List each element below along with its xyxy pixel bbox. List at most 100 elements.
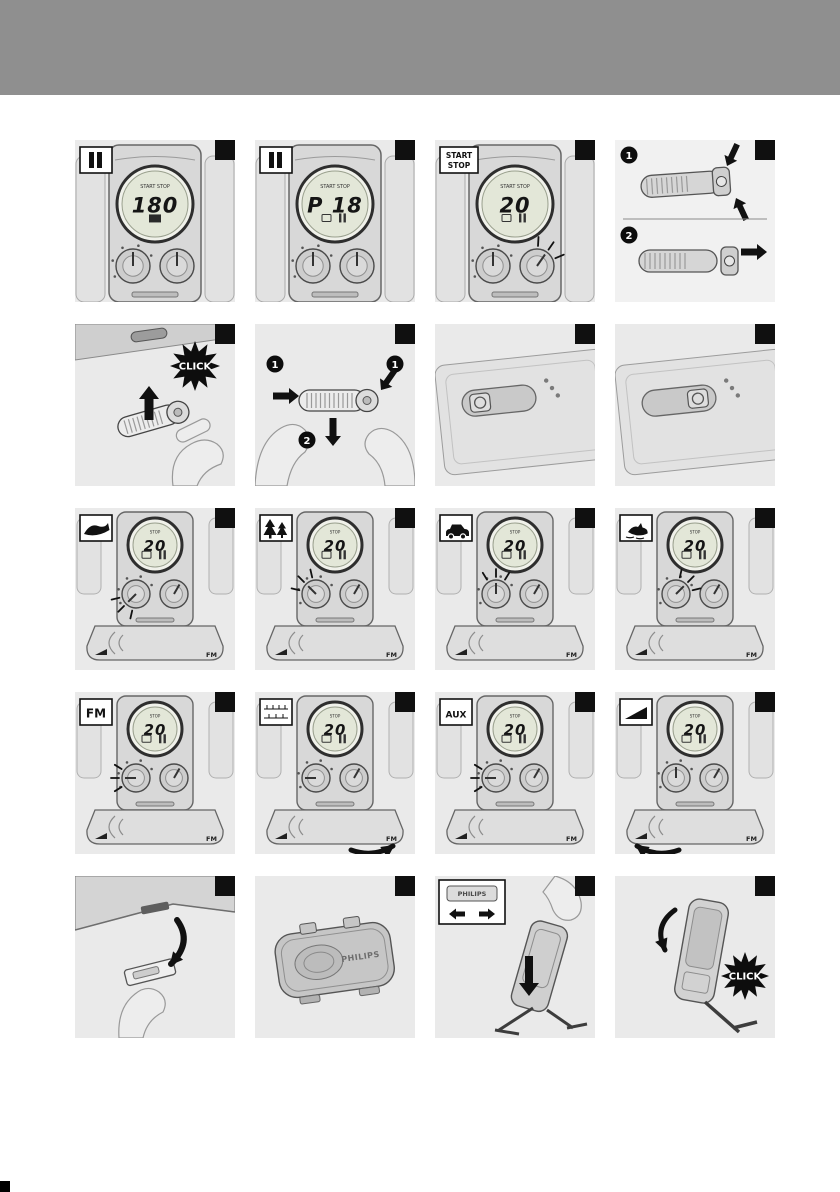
corner-label-box [79,146,113,174]
lcd-value: 20 [684,721,707,739]
rotate-arrow-icon [168,917,187,967]
rotate-arrow-icon [348,843,396,854]
lcd-display: START STOP 20 [475,164,555,244]
stand-leg [703,1000,758,1034]
cartridge-ridges [645,175,689,195]
cartridge [298,388,379,413]
arrow-icon [139,386,159,420]
cartridge [117,400,190,438]
knob-option-marks [297,759,333,789]
function-knob [295,248,331,284]
timer-knob [519,248,555,284]
step-number: 1 [392,360,399,371]
lcd-mode-label: START STOP [140,184,170,190]
rotate-arrow-icon [655,907,678,953]
timer-knob [699,579,729,609]
device-front-illustration: STOP 20 FM [76,511,234,661]
page-corner-mark [0,1181,10,1192]
speaker-grille [288,815,304,839]
device-top-illustration: START STOP 20 [435,144,595,302]
device-front-illustration: STOP 20 FM [616,511,774,661]
timer-knob [159,579,189,609]
panel-sound-car: STOP 20 FM [435,508,595,670]
volume-wedge-mark [275,833,287,839]
lcd-display: STOP 20 [486,700,544,758]
step-number-badge [395,508,415,528]
corner-label-box: AUX [439,698,473,726]
corner-label-box [619,514,653,542]
lcd-mode-label: STOP [510,530,521,535]
speaker-grille [468,815,484,839]
speaker-base [446,809,584,845]
panel-attach-stand-drawing: PHILIPS [438,876,588,1036]
page-header-band [0,0,840,95]
lcd-value: 20 [144,537,167,555]
fm-base-label: FM [386,651,397,659]
frequency-scale-icon [264,705,288,719]
step-number-badge [215,508,235,528]
device-body [510,920,569,1013]
step-number-badge [755,508,775,528]
svg-text:STOP: STOP [448,161,471,170]
stand-legs [494,1006,588,1036]
brand-label: PHILIPS [458,890,487,898]
panel-back-view: PHILIPS [255,876,415,1038]
corner-label-box [619,698,653,726]
lcd-status-icons [681,734,706,744]
function-knob [121,763,151,793]
click-label: CLICK [179,362,213,373]
panel-mount-under-cabinet-drawing [75,876,235,1038]
lcd-mode-label: STOP [150,714,161,719]
cartridge-slot [675,617,715,623]
step-1-left: 1 [266,355,284,373]
bracket-inset: PHILIPS [438,879,506,925]
arrow-icon [449,908,465,920]
panel-sound-car-drawing: STOP 20 FM [436,511,594,661]
panel-cartridge-ends: 1 1 2 [255,324,415,486]
panel-tune-fm-drawing: STOP 20 FM [256,695,414,854]
step-number-badge [215,140,235,160]
step-number-badge [575,508,595,528]
highlight-spark-icon [110,596,134,620]
panel-pause-program-drawing: START STOP P 18 [255,144,415,302]
click-label: CLICK [729,972,763,983]
step-number-badge [395,692,415,712]
step-number-badge [755,876,775,896]
device-front-illustration: STOP 20 FM [436,511,594,661]
cartridge-slot [131,291,179,298]
lcd-display: STOP 20 [666,700,724,758]
rotate-arrow-icon [634,843,682,854]
lcd-value: 20 [504,721,527,739]
lcd-status-icons [141,734,166,744]
slider-latch [469,392,492,413]
step-number-badge [575,324,595,344]
function-knob [481,763,511,793]
fm-base-label: FM [566,651,577,659]
fm-base-label: FM [206,651,217,659]
step-number: 2 [304,436,311,447]
arrow-icon [479,908,495,920]
device-front-illustration: STOP 20 FM [436,695,594,845]
lcd-mode-label: STOP [690,530,701,535]
cartridge-ridges [123,410,164,435]
speaker-base [446,625,584,661]
panel-mode-fm-drawing: STOP 20 FM FM [76,695,234,845]
step-number-badge [215,876,235,896]
lcd-status-icons [321,213,346,223]
panel-pause-countdown-drawing: START STOP 180 [75,144,235,302]
mount-under-cabinet-illustration [75,876,235,1038]
highlight-spark-icon [110,763,123,793]
panel-sound-forest-drawing: STOP 20 FM [256,511,414,661]
battery-installation-illustration: 1 2 [620,142,767,276]
volume-icon [625,707,647,719]
panel-sound-forest: STOP 20 FM [255,508,415,670]
indicator-leds [724,378,741,398]
step-1-right: 1 [386,355,404,373]
panel-mode-fm: STOP 20 FM FM [75,692,235,854]
cartridge-slot [130,327,168,343]
panel-insert-cartridge-drawing: CLICK [75,324,235,486]
panel-sound-waves: STOP 20 FM [75,508,235,670]
highlight-spark-icon [290,568,314,592]
panel-back-view-drawing: PHILIPS [274,915,395,1005]
device-back-illustration: PHILIPS [274,915,395,1005]
